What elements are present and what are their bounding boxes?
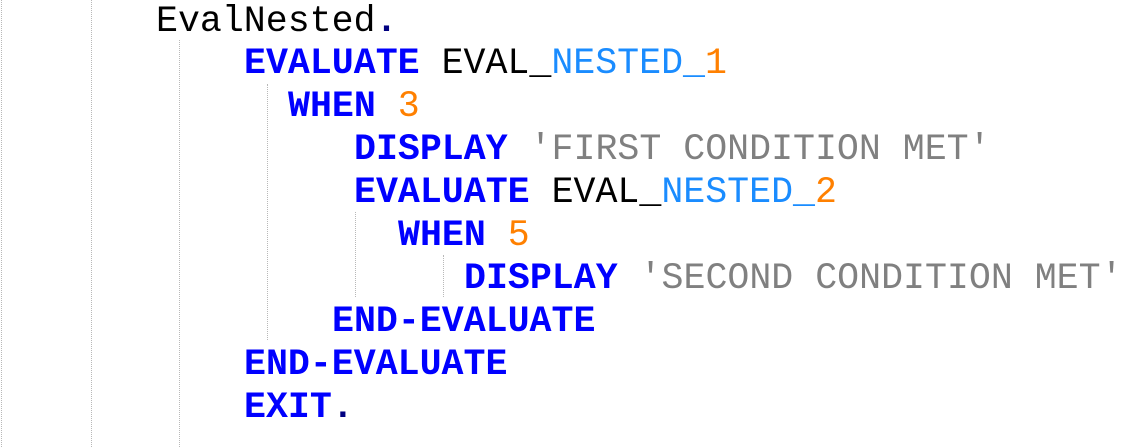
keyword-display: DISPLAY [464,258,618,299]
when-value: 5 [507,215,530,256]
code-line-7[interactable]: DISPLAY 'SECOND CONDITION MET' [464,257,1123,300]
keyword-evaluate: EVALUATE [354,172,530,213]
code-line-6[interactable]: WHEN 5 [398,214,530,257]
indent-guide [355,212,356,297]
indent-guide [1,0,2,447]
indent-guide [179,40,180,447]
variable-prefix: EVAL_ [551,172,662,213]
code-line-1[interactable]: EvalNested. [156,0,397,43]
keyword-end-evaluate: END-EVALUATE [244,344,508,385]
keyword-display: DISPLAY [354,129,508,170]
keyword-end-evaluate: END-EVALUATE [332,301,596,342]
indent-guide [443,255,444,297]
code-line-4[interactable]: DISPLAY 'FIRST CONDITION MET' [354,128,991,171]
variable-suffix-number: 1 [704,43,727,84]
variable-prefix: EVAL_ [441,43,552,84]
keyword-when: WHEN [288,86,376,127]
variable-suffix-number: 2 [814,172,837,213]
variable-mid: NESTED_ [551,43,705,84]
code-line-2[interactable]: EVALUATE EVAL_NESTED_1 [244,42,727,85]
keyword-evaluate: EVALUATE [244,43,420,84]
when-value: 3 [397,86,420,127]
code-line-5[interactable]: EVALUATE EVAL_NESTED_2 [354,171,837,214]
indent-guide [91,0,92,447]
string-literal: 'SECOND CONDITION MET' [639,258,1123,299]
period: . [375,1,398,42]
code-line-9[interactable]: END-EVALUATE [244,343,507,386]
paragraph-name: EvalNested [156,1,376,42]
code-line-3[interactable]: WHEN 3 [288,85,420,128]
period: . [331,387,354,428]
keyword-when: WHEN [398,215,486,256]
keyword-exit: EXIT [244,387,332,428]
indent-guide [267,84,268,340]
code-line-8[interactable]: END-EVALUATE [332,300,595,343]
string-literal: 'FIRST CONDITION MET' [529,129,991,170]
variable-mid: NESTED_ [661,172,815,213]
code-line-10[interactable]: EXIT. [244,386,354,429]
